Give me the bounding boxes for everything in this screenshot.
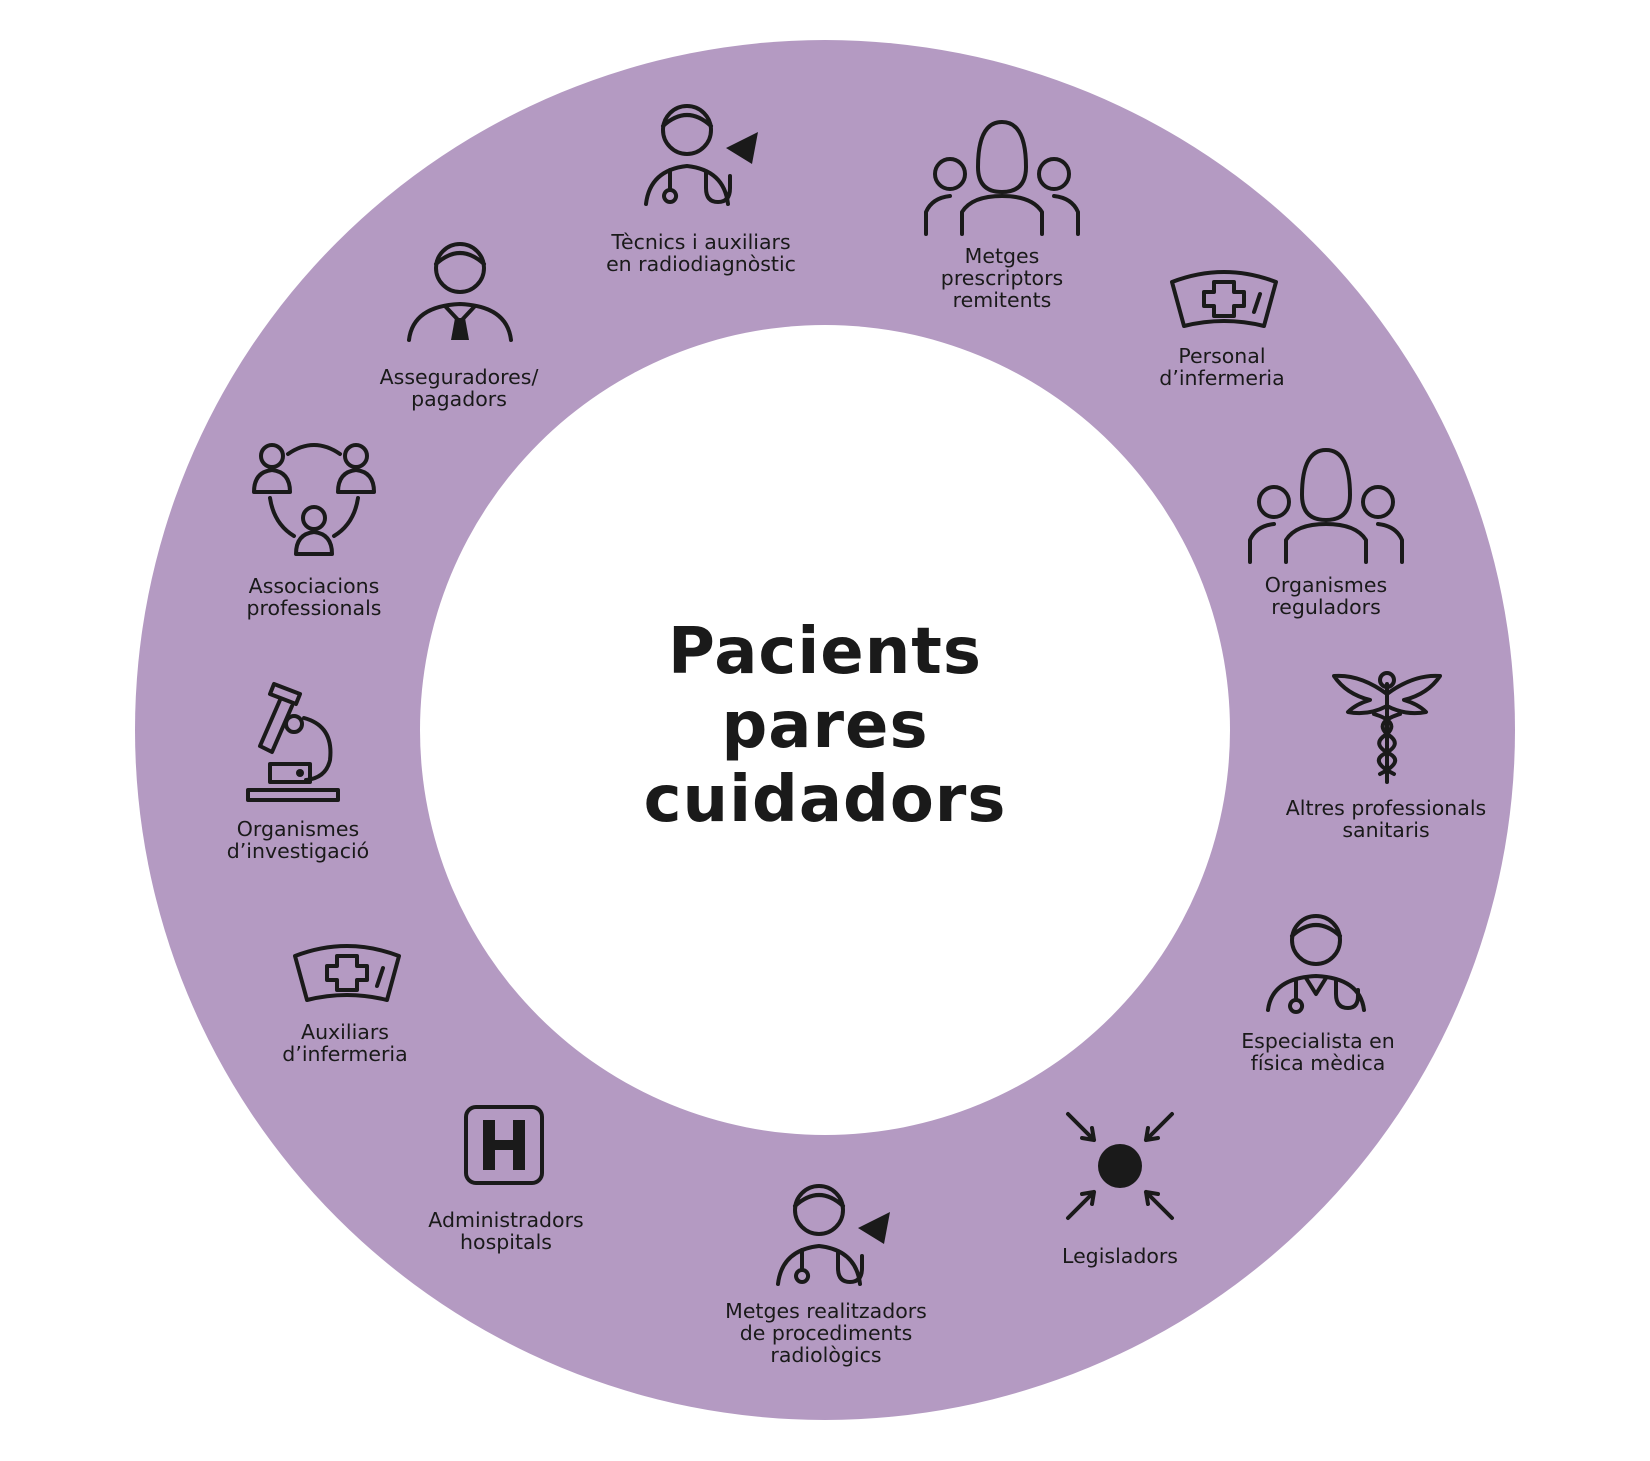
stakeholder-label-metges-prescriptors: Metges prescriptors remitents <box>940 244 1064 312</box>
connected-people-icon <box>250 436 378 558</box>
stakeholder-label-especialista-fisica: Especialista en física mèdica <box>1241 1029 1395 1075</box>
nurse-cap-icon <box>291 942 403 1004</box>
radiology-technician-icon <box>640 92 760 212</box>
stakeholder-label-associacions: Associacions professionals <box>246 574 382 620</box>
stakeholder-label-legisladors: Legisladors <box>1062 1244 1178 1268</box>
hospital-sign-icon <box>463 1104 545 1186</box>
group-of-people-icon <box>1246 440 1406 565</box>
microscope-icon <box>246 680 350 804</box>
stakeholder-label-organismes-reguladors: Organismes reguladors <box>1264 573 1388 619</box>
stakeholder-label-organismes-investigacio: Organismes d’investigació <box>226 817 370 863</box>
caduceus-icon <box>1330 664 1444 786</box>
stakeholder-label-metges-realitzadors: Metges realitzadors de procediments radi… <box>725 1299 927 1367</box>
inner-circle <box>420 325 1230 1135</box>
nurse-cap-icon <box>1168 268 1280 330</box>
radiology-technician-icon <box>772 1172 892 1292</box>
doctor-stethoscope-icon <box>1262 906 1370 1014</box>
stakeholder-label-personal-infermeria: Personal d’infermeria <box>1159 344 1285 390</box>
businessman-icon <box>405 234 515 344</box>
stakeholder-label-administradors: Administradors hospitals <box>428 1208 584 1254</box>
group-of-people-icon <box>922 112 1082 237</box>
stakeholder-label-asseguradores: Asseguradores/ pagadors <box>379 365 539 411</box>
stakeholder-label-altres-professionals: Altres professionals sanitaris <box>1285 796 1487 842</box>
center-title: Pacients pares cuidadors <box>575 615 1075 837</box>
converging-arrows-icon <box>1064 1110 1176 1222</box>
center-title-line: pares <box>721 689 929 763</box>
center-title-line: cuidadors <box>643 763 1007 837</box>
stakeholder-label-auxiliars-infermeria: Auxiliars d’infermeria <box>282 1020 408 1066</box>
stakeholder-label-tecnics: Tècnics i auxiliars en radiodiagnòstic <box>606 230 796 276</box>
center-title-line: Pacients <box>668 615 982 689</box>
